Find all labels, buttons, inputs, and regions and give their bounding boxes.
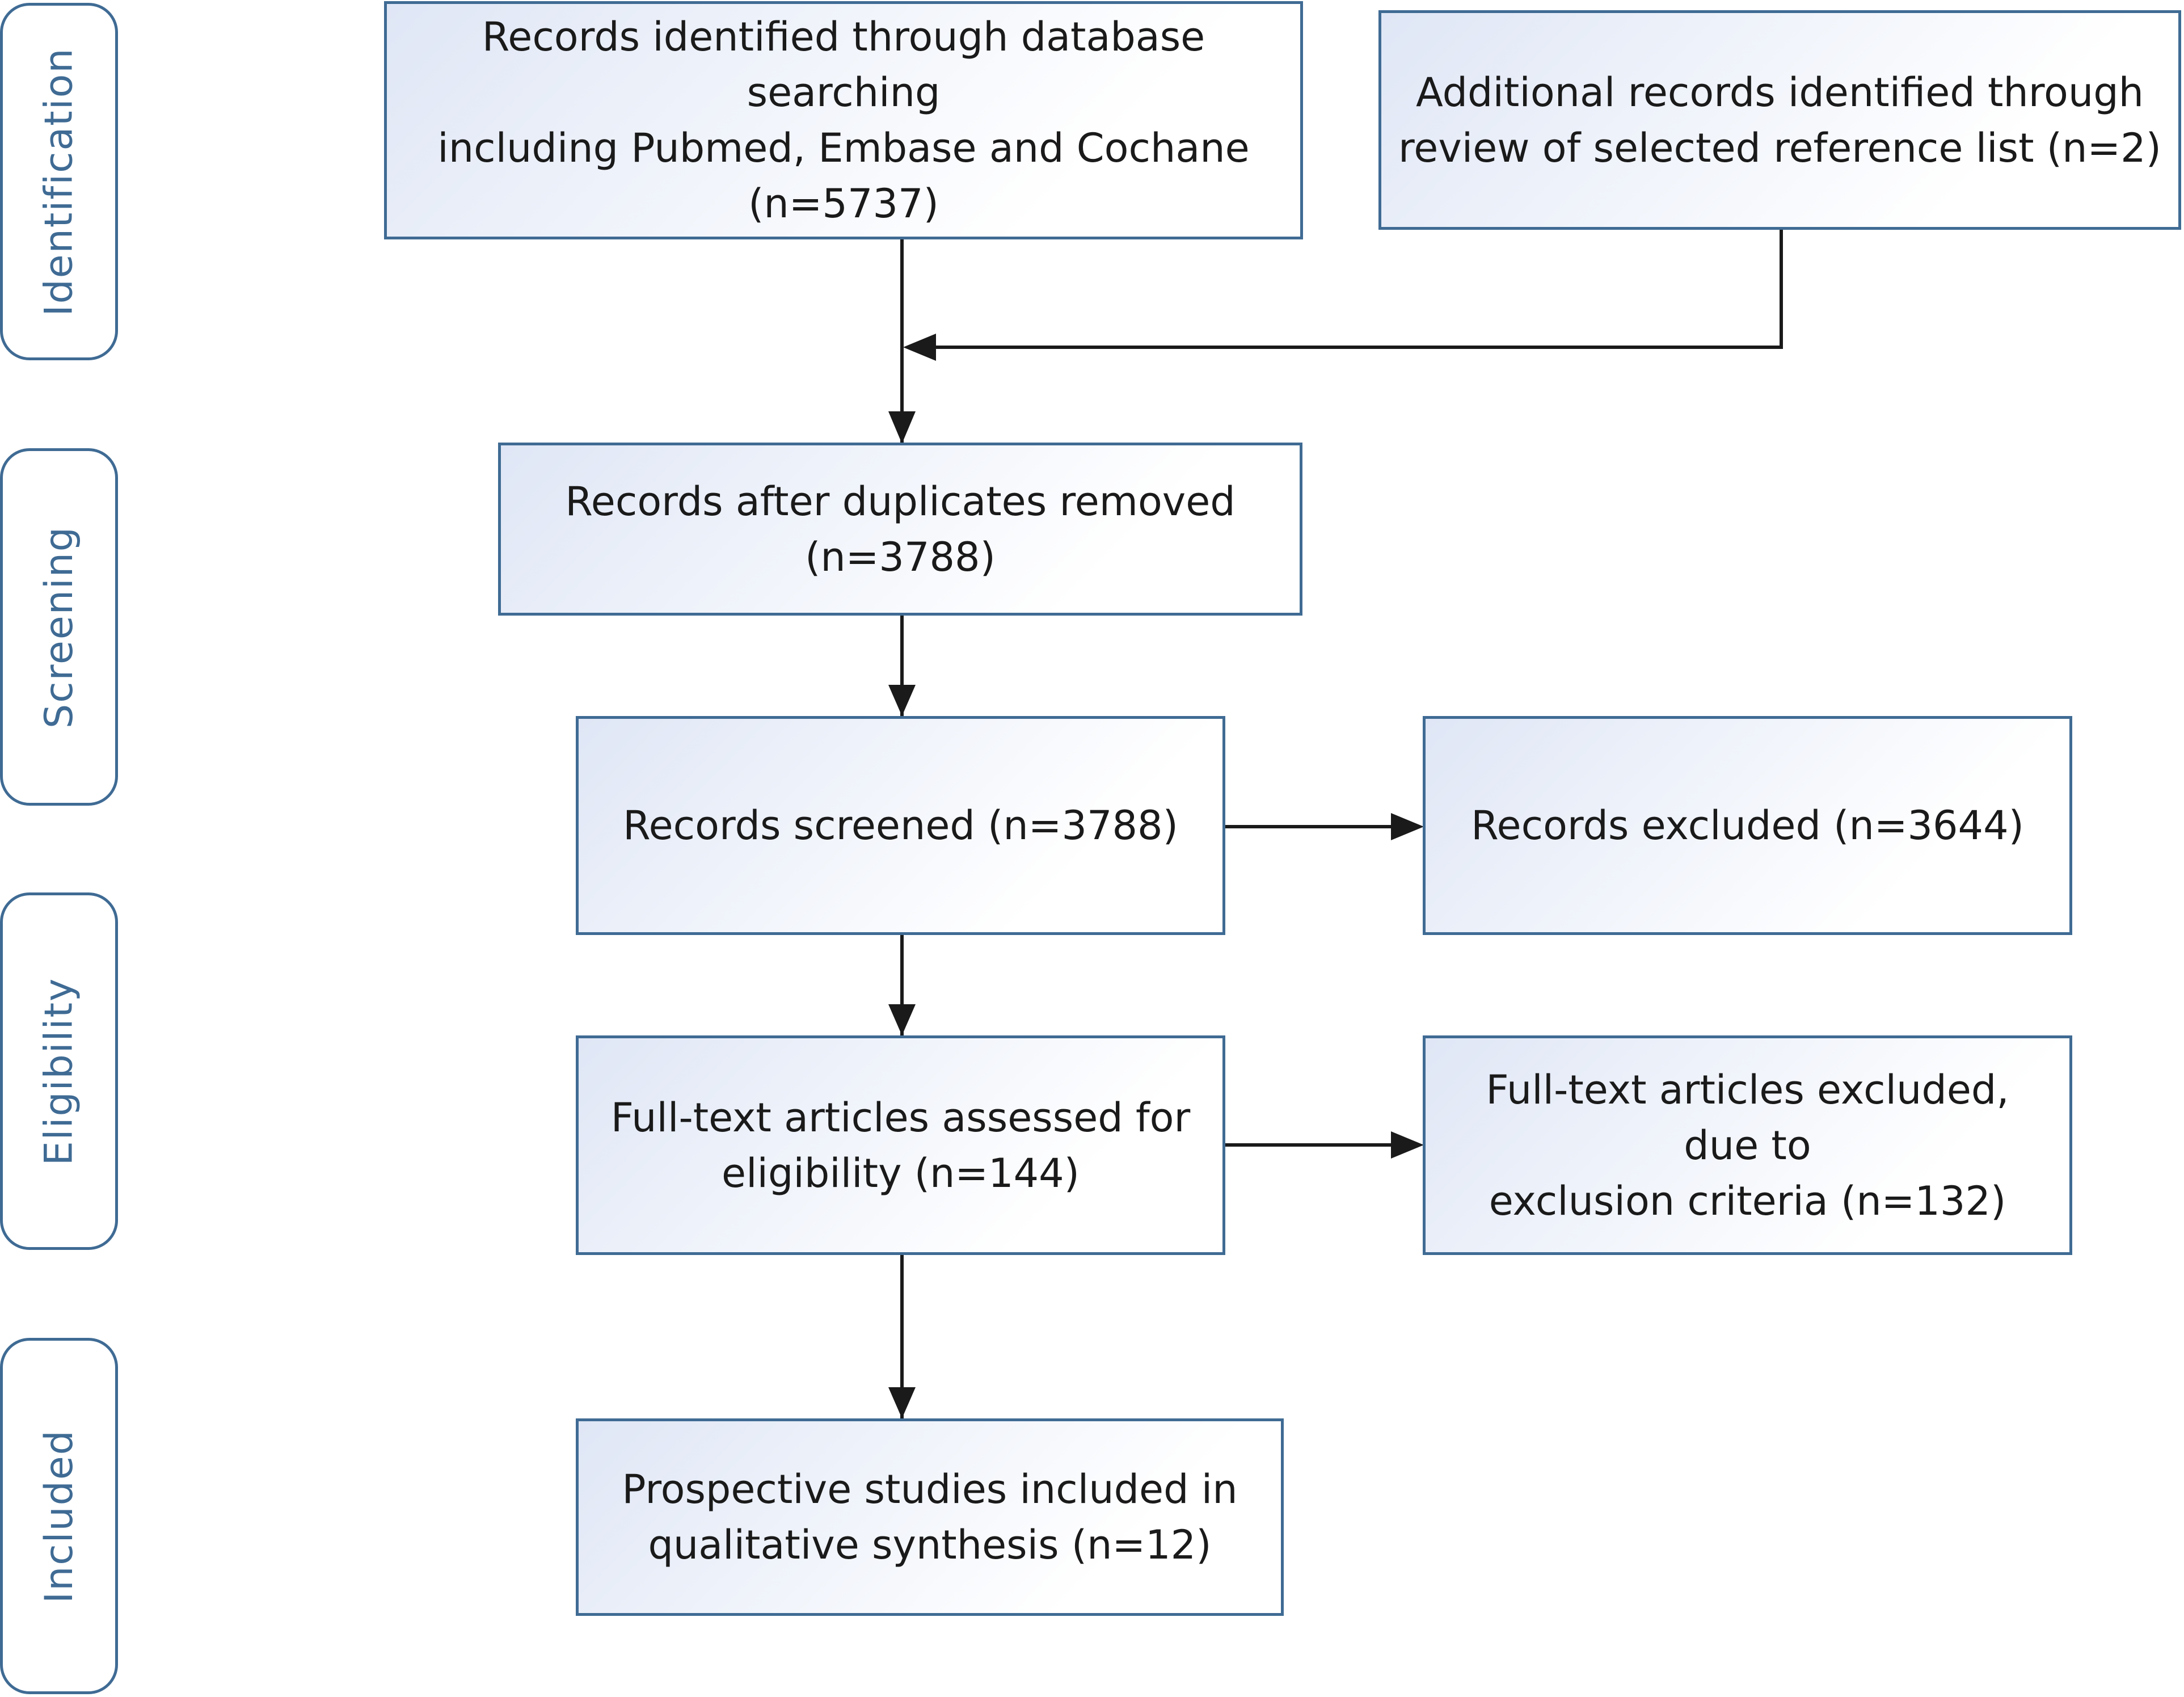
arrowhead-screened: [888, 685, 916, 716]
box-additional-records-text: Additional records identified through re…: [1398, 69, 2161, 171]
phase-eligibility-label: Eligibility: [36, 977, 82, 1165]
box-database-search: Records identified through database sear…: [384, 1, 1303, 239]
phase-eligibility: Eligibility: [0, 892, 118, 1250]
phase-included: Included: [0, 1338, 118, 1694]
box-fulltext-assessed-text: Full-text articles assessed for eligibil…: [610, 1094, 1191, 1197]
box-duplicates-removed: Records after duplicates removed (n=3788…: [498, 443, 1302, 616]
phase-identification: Identification: [0, 3, 118, 360]
phase-screening: Screening: [0, 448, 118, 806]
phase-screening-label: Screening: [36, 525, 82, 729]
phase-identification-label: Identification: [36, 47, 82, 316]
box-records-screened-text: Records screened (n=3788): [623, 802, 1178, 849]
arrowhead-excluded: [1391, 813, 1424, 840]
phase-included-label: Included: [36, 1429, 82, 1603]
box-fulltext-assessed: Full-text articles assessed for eligibil…: [576, 1035, 1225, 1255]
box-included-studies: Prospective studies included in qualitat…: [576, 1418, 1284, 1616]
arrowhead-fulltext: [888, 1004, 916, 1035]
arrowhead-duplicates: [888, 411, 916, 444]
box-duplicates-removed-text: Records after duplicates removed (n=3788…: [565, 478, 1236, 580]
arrowhead-included: [888, 1387, 916, 1418]
box-records-screened: Records screened (n=3788): [576, 716, 1225, 935]
box-additional-records: Additional records identified through re…: [1378, 10, 2181, 230]
box-fulltext-excluded: Full-text articles excluded, due to excl…: [1423, 1035, 2072, 1255]
box-database-search-text: Records identified through database sear…: [437, 14, 1250, 227]
arrow-additional-to-main: [936, 230, 1783, 349]
arrowhead-merge: [903, 334, 936, 361]
box-records-excluded: Records excluded (n=3644): [1423, 716, 2072, 935]
box-included-studies-text: Prospective studies included in qualitat…: [622, 1466, 1238, 1568]
box-records-excluded-text: Records excluded (n=3644): [1471, 802, 2024, 849]
box-fulltext-excluded-text: Full-text articles excluded, due to excl…: [1486, 1066, 2009, 1224]
arrowhead-fulltext-excluded: [1391, 1131, 1424, 1159]
